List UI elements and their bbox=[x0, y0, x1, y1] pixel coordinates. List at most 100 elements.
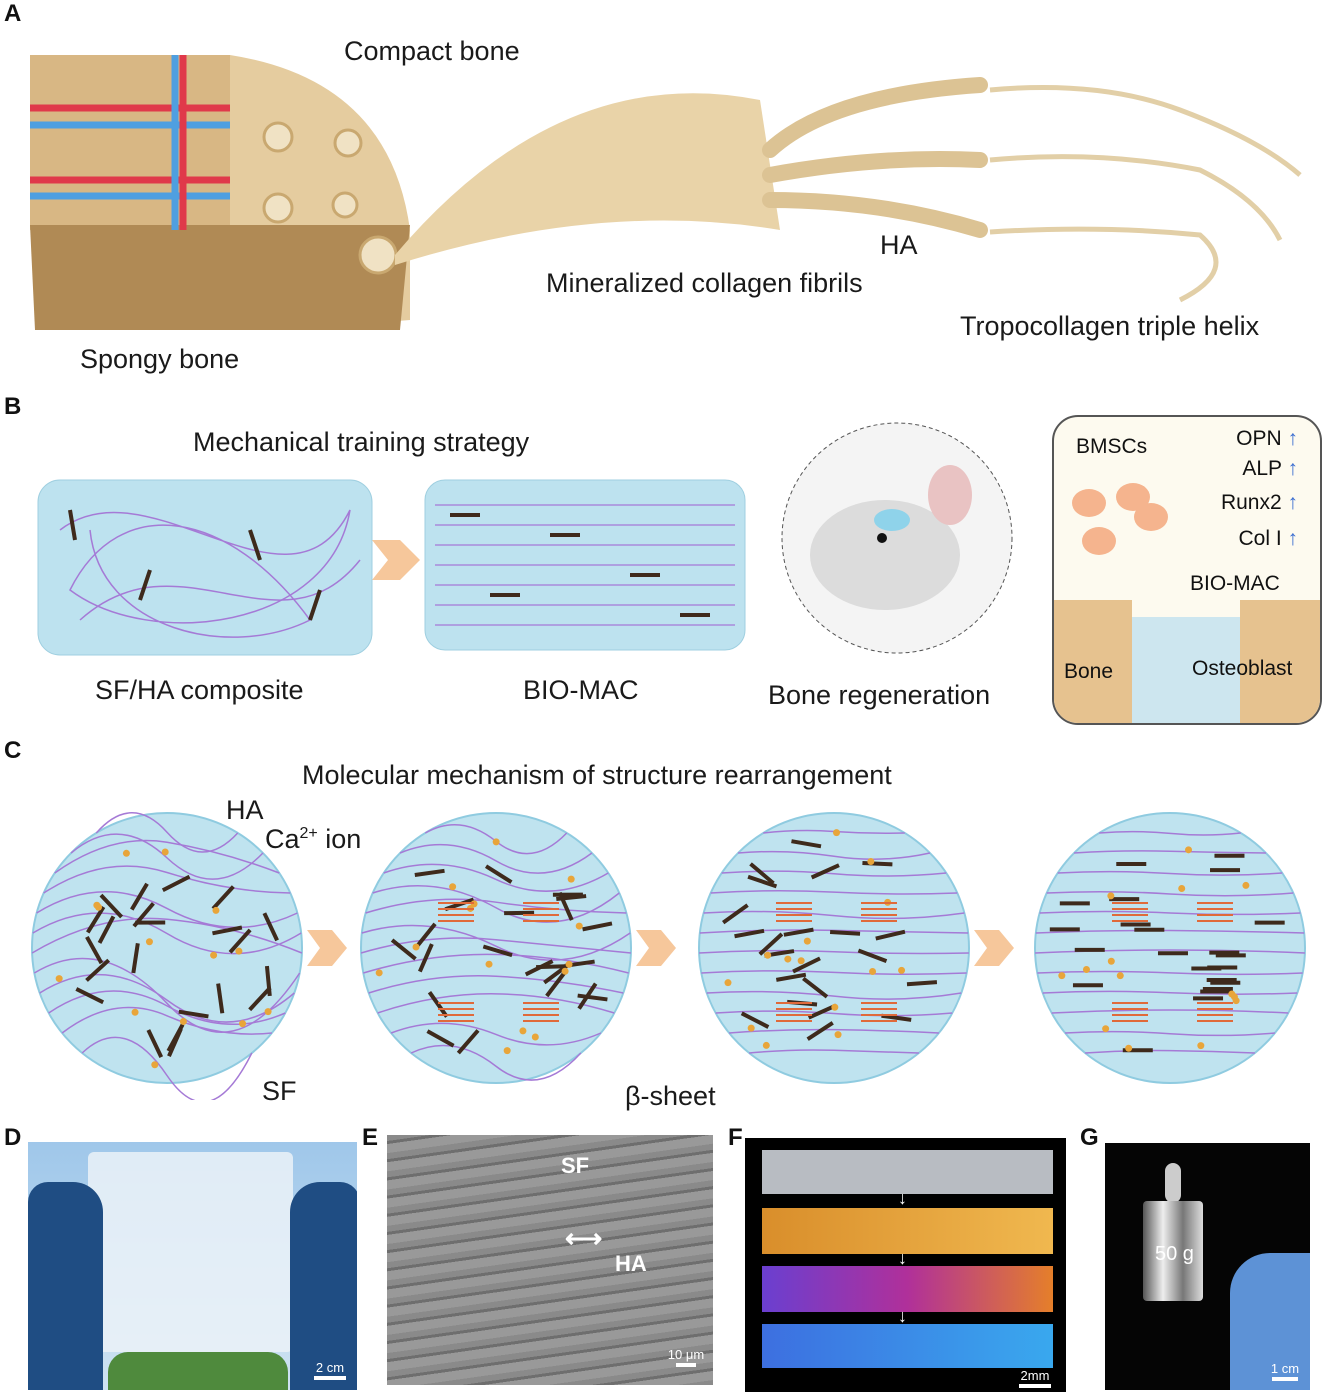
ca-ion-dot bbox=[1185, 846, 1193, 854]
sf-fiber bbox=[36, 891, 298, 929]
ca-ion-dot bbox=[1178, 884, 1186, 892]
weight-label: 50 g bbox=[1155, 1243, 1194, 1265]
network-circle bbox=[1034, 812, 1306, 1084]
ca-ion-dot bbox=[375, 969, 383, 977]
sf-label: SF bbox=[262, 1076, 297, 1106]
sf-fiber bbox=[701, 970, 967, 975]
cell bbox=[1134, 503, 1168, 531]
ca-ion-dot bbox=[131, 1008, 139, 1016]
sf-fiber bbox=[699, 949, 969, 955]
sf-fiber bbox=[1035, 929, 1305, 934]
panel-letter-g: G bbox=[1080, 1124, 1099, 1151]
ha-rod bbox=[557, 891, 574, 921]
ha-rod bbox=[178, 1009, 209, 1019]
ca-ion-dot bbox=[239, 1020, 247, 1028]
ha-rod bbox=[484, 864, 513, 884]
inset-biomac-label: BIO-MAC bbox=[1190, 572, 1280, 595]
ha-rod bbox=[802, 976, 829, 999]
ha-rod bbox=[545, 970, 567, 998]
mouse-illustration bbox=[781, 422, 1013, 654]
bmscs-label: BMSCs bbox=[1076, 435, 1148, 458]
weight-photo: 50 g 1 cm bbox=[1105, 1143, 1310, 1390]
sf-fiber bbox=[33, 957, 301, 1033]
panel-letter-a: A bbox=[4, 0, 22, 27]
cell bbox=[1072, 489, 1106, 517]
network-circle bbox=[31, 812, 303, 1084]
sf-fiber bbox=[729, 1028, 939, 1034]
ca-ion-dot bbox=[212, 906, 220, 914]
left-glove bbox=[28, 1182, 103, 1390]
ha-rod bbox=[792, 956, 821, 974]
ha-rod bbox=[75, 987, 105, 1005]
ha-rod bbox=[131, 943, 140, 974]
ca-ion-dot bbox=[575, 922, 583, 930]
sf-fiber bbox=[377, 993, 615, 1014]
transition-arrow-icon bbox=[636, 930, 676, 966]
ha-rod bbox=[783, 927, 814, 937]
ca-ion-dot bbox=[1125, 1044, 1133, 1052]
scale-text: 10 μm bbox=[667, 1347, 705, 1362]
ion-text: ion bbox=[317, 824, 362, 854]
ca-ion-dot bbox=[764, 951, 772, 959]
scale-text: 2 cm bbox=[315, 1360, 345, 1375]
ha-rod bbox=[775, 972, 807, 982]
sf-fiber bbox=[703, 910, 965, 920]
ca-ion-dot bbox=[519, 1027, 527, 1035]
ca-ion-dot bbox=[747, 1024, 755, 1032]
sem-sf-label: SF bbox=[561, 1153, 590, 1178]
compact-bone-label: Compact bone bbox=[344, 36, 520, 66]
ca-ion-dot bbox=[264, 1008, 272, 1016]
down-arrow-icon: ↓ bbox=[898, 1306, 907, 1326]
sf-fiber bbox=[54, 839, 280, 874]
ca-text: Ca bbox=[265, 824, 300, 854]
ca-ion-dot bbox=[784, 955, 792, 963]
ha-rod bbox=[99, 893, 124, 919]
marker-opn: OPN ↑ bbox=[1236, 427, 1298, 451]
right-glove bbox=[290, 1182, 357, 1390]
sf-fiber bbox=[1039, 910, 1301, 916]
bone-left bbox=[1054, 600, 1132, 723]
ca-ion-dot bbox=[55, 975, 63, 983]
ha-rod bbox=[427, 991, 449, 1018]
sem-image: SF ⟷ HA 10 μm bbox=[387, 1135, 713, 1385]
double-arrow-icon: ⟷ bbox=[565, 1223, 603, 1253]
ca-ion-dot bbox=[797, 957, 805, 965]
sem-ha-label: HA bbox=[615, 1251, 647, 1276]
polarized-image: ↓ ↓ ↓ 2mm bbox=[745, 1138, 1066, 1392]
ha-rod bbox=[414, 922, 437, 949]
sf-fiber bbox=[43, 865, 291, 894]
marker-label: Runx2 bbox=[1220, 491, 1282, 514]
ha-rod bbox=[810, 863, 840, 880]
ha-rod bbox=[414, 868, 445, 878]
ha-rod bbox=[146, 1029, 164, 1058]
ha-rod bbox=[758, 932, 784, 956]
network-circle bbox=[360, 812, 632, 1084]
panel-letter-e: E bbox=[362, 1124, 379, 1151]
ca-ion-dot bbox=[210, 951, 218, 959]
ha-rod bbox=[132, 902, 155, 928]
ha-rod bbox=[881, 1013, 912, 1022]
ha-rod bbox=[722, 903, 749, 925]
ha-rod bbox=[262, 912, 279, 942]
regeneration-label: Bone regeneration bbox=[768, 680, 991, 710]
sf-fiber bbox=[70, 833, 264, 880]
bone-illustration bbox=[30, 55, 1302, 330]
helix-label: Tropocollagen triple helix bbox=[960, 311, 1260, 341]
ca-ion-dot bbox=[145, 938, 153, 946]
ca-ion-dot bbox=[1116, 972, 1124, 980]
hydrogel-photo: 2 cm bbox=[28, 1142, 357, 1390]
sf-fiber bbox=[715, 1010, 953, 1017]
transition-arrow-icon bbox=[307, 930, 347, 966]
ca-ion-dot bbox=[831, 1003, 839, 1011]
ca-ion-dot bbox=[1107, 957, 1115, 965]
ha-rod bbox=[418, 943, 434, 973]
scale-text: 2mm bbox=[1020, 1368, 1050, 1383]
ha-rod bbox=[829, 930, 861, 936]
ca-ion-dot bbox=[567, 875, 575, 883]
ca-ion-dot bbox=[724, 979, 732, 987]
transition-arrow-icon bbox=[974, 930, 1014, 966]
ha-rod bbox=[390, 938, 417, 961]
sf-fiber bbox=[39, 973, 295, 1023]
ha-rod bbox=[875, 929, 906, 941]
sf-fiber bbox=[390, 1022, 602, 1046]
